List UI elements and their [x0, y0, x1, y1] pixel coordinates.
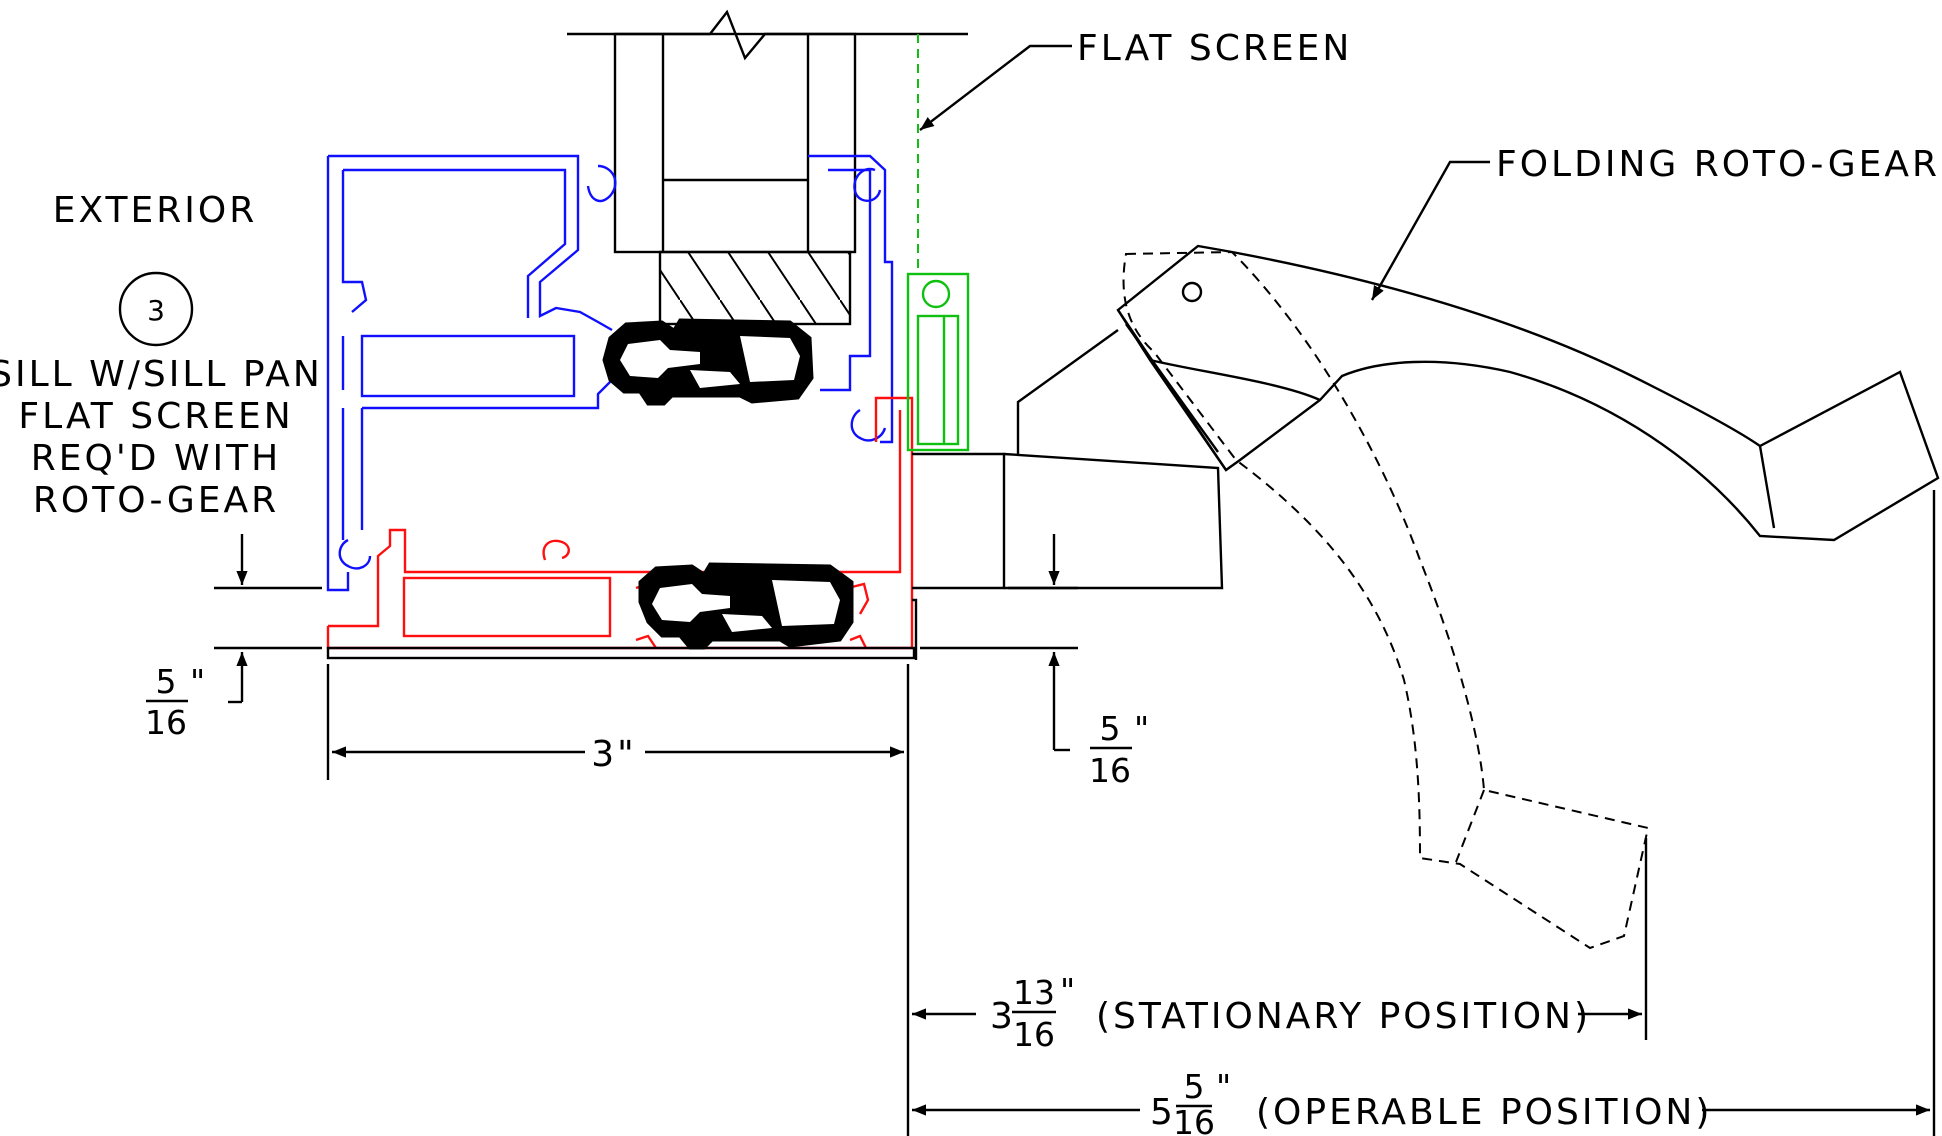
left-height-num: 5	[156, 662, 177, 701]
left-height-unit: "	[190, 662, 205, 701]
note-line-2: FLAT SCREEN	[18, 396, 293, 437]
sill-extension	[326, 329, 1224, 660]
note-block: SILL W/SILL PAN FLAT SCREEN REQ'D WITH R…	[0, 354, 323, 521]
roto-gear-operable	[1122, 250, 1650, 950]
detail-circle	[118, 271, 194, 347]
setting-block	[658, 250, 852, 326]
exterior-label: EXTERIOR	[53, 190, 258, 231]
left-height-den: 16	[145, 703, 187, 742]
stationary-unit: "	[1060, 971, 1075, 1010]
left-height-dimension: 5 16 "	[145, 534, 322, 742]
width-dimension: 3"	[326, 664, 910, 1136]
right-height-dimension: 5 16 "	[920, 534, 1149, 790]
stationary-dimension: 3 13 16 " (STATIONARY POSITION)	[912, 838, 1648, 1054]
roto-gear-callout: FOLDING ROTO-GEAR	[1370, 144, 1940, 301]
stationary-note: (STATIONARY POSITION)	[1096, 996, 1591, 1037]
note-line-4: ROTO-GEAR	[33, 480, 279, 521]
operable-note: (OPERABLE POSITION)	[1256, 1092, 1712, 1133]
gasket-upper	[602, 318, 814, 406]
note-line-1: SILL W/SILL PAN	[0, 354, 323, 395]
stationary-num: 13	[1013, 973, 1055, 1012]
operable-dimension: 5 5 16 " (OPERABLE POSITION)	[912, 490, 1936, 1136]
flat-screen-profile	[906, 34, 970, 452]
operable-unit: "	[1216, 1067, 1231, 1106]
flat-screen-label: FLAT SCREEN	[1077, 28, 1352, 69]
detail-number: 3	[147, 294, 165, 327]
glazing-unit	[567, 9, 968, 326]
operable-den: 16	[1173, 1103, 1215, 1136]
roto-gear-stationary	[1116, 244, 1940, 542]
gasket-lower	[638, 562, 854, 650]
stationary-whole: 3	[990, 996, 1016, 1037]
frame-profile	[326, 154, 894, 592]
operable-num: 5	[1184, 1067, 1205, 1106]
width-label: 3"	[591, 734, 636, 775]
right-height-num: 5	[1100, 709, 1121, 748]
operable-whole: 5	[1150, 1092, 1176, 1133]
right-height-unit: "	[1134, 709, 1149, 748]
detail-callout: 3	[118, 271, 194, 347]
stationary-den: 16	[1013, 1015, 1055, 1054]
roto-gear-label: FOLDING ROTO-GEAR	[1496, 144, 1940, 185]
flat-screen-callout: FLAT SCREEN	[919, 28, 1352, 131]
note-line-3: REQ'D WITH	[31, 438, 281, 479]
right-height-den: 16	[1089, 751, 1131, 790]
